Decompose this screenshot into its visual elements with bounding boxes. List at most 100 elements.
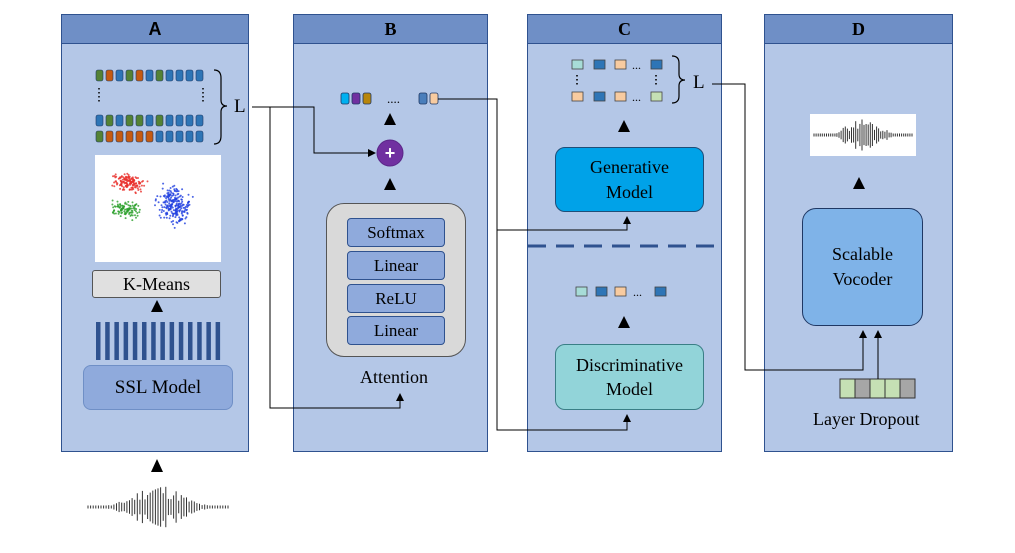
- scatter-point: [119, 179, 122, 182]
- scatter-point: [119, 215, 122, 218]
- layer-bracket-a: [213, 69, 228, 145]
- scatter-point: [154, 199, 157, 202]
- token: [195, 130, 204, 143]
- scatter-point: [170, 204, 173, 207]
- token: [185, 130, 194, 143]
- scatter-point: [186, 208, 188, 211]
- scatter-point: [136, 214, 139, 217]
- scatter-point: [167, 209, 170, 212]
- scatter-point: [118, 206, 121, 209]
- token: [135, 69, 144, 82]
- scatter-point: [171, 202, 174, 205]
- scatter-plot: [95, 155, 221, 262]
- scatter-point: [115, 175, 118, 178]
- scatter-point: [119, 187, 122, 190]
- scatter-point: [113, 181, 116, 184]
- scatter-point: [159, 195, 162, 198]
- scatter-point: [139, 182, 141, 185]
- scatter-point: [172, 209, 175, 212]
- scatter-point: [134, 214, 136, 217]
- token: [95, 69, 104, 82]
- scatter-point: [124, 176, 127, 179]
- scatter-point: [135, 216, 137, 219]
- scatter-point: [180, 207, 183, 210]
- generative-model-box: Generative Model: [555, 147, 704, 212]
- token: [185, 114, 194, 127]
- scatter-point: [139, 188, 142, 191]
- connector-l-to-attention: [269, 107, 404, 409]
- feature-bar: [114, 322, 119, 360]
- scatter-point: [136, 212, 139, 214]
- scatter-point: [177, 190, 180, 193]
- scatter-point: [176, 200, 178, 203]
- connector-l-to-plus: [252, 106, 376, 157]
- token: [155, 114, 164, 127]
- scatter-point: [166, 201, 169, 203]
- feature-bar: [96, 322, 101, 360]
- scatter-point: [134, 191, 137, 194]
- scatter-point: [116, 183, 118, 186]
- scatter-point: [177, 203, 180, 206]
- scatter-point: [177, 206, 180, 209]
- feature-bar: [123, 322, 129, 360]
- token: [145, 69, 154, 82]
- scalable-vocoder-box: Scalable Vocoder: [802, 208, 923, 326]
- output-waveform-box: [810, 114, 916, 156]
- scatter-point: [178, 210, 181, 213]
- scatter-point: [176, 209, 179, 212]
- scatter-point: [168, 199, 171, 202]
- scatter-point: [133, 209, 136, 212]
- scatter-point: [191, 195, 194, 198]
- attention-layer-linear-1: Linear: [347, 251, 445, 280]
- scatter-point: [168, 202, 171, 205]
- token: [155, 130, 164, 143]
- scatter-point: [116, 200, 119, 203]
- scatter-point: [116, 203, 119, 206]
- scatter-point: [125, 181, 128, 184]
- scatter-point: [159, 216, 162, 219]
- scatter-point: [169, 207, 172, 210]
- scatter-point: [165, 195, 168, 198]
- scatter-point: [130, 211, 133, 214]
- attention-layer-softmax: Softmax: [347, 218, 445, 247]
- scatter-point: [169, 214, 172, 217]
- token: [125, 130, 134, 143]
- feature-bar: [178, 322, 184, 360]
- scatter-point: [163, 206, 166, 209]
- layer-bracket-c: [671, 55, 686, 104]
- scatter-point: [162, 182, 165, 185]
- token: [125, 69, 134, 82]
- scatter-point: [116, 205, 119, 208]
- scatter-point: [127, 200, 130, 203]
- token: [185, 69, 194, 82]
- scatter-point: [130, 178, 133, 180]
- scatter-point: [172, 192, 174, 195]
- scatter-point: [142, 180, 144, 182]
- scatter-point: [120, 183, 123, 186]
- scatter-point: [138, 185, 141, 188]
- scatter-point: [122, 181, 125, 183]
- scatter-point: [121, 178, 124, 181]
- scatter-point: [135, 210, 137, 213]
- scatter-point: [156, 195, 159, 198]
- scatter-point: [138, 211, 141, 214]
- panel-c-header: C: [528, 15, 721, 44]
- tokens-ellipsis-c2: ...: [632, 90, 641, 104]
- scatter-point: [118, 177, 121, 180]
- scatter-point: [168, 217, 171, 220]
- feature-bar: [197, 322, 202, 360]
- feature-bar: [188, 322, 193, 360]
- scatter-point: [117, 210, 120, 213]
- scatter-point: [165, 199, 168, 202]
- scatter-point: [178, 195, 181, 198]
- scatter-point: [165, 216, 168, 219]
- token: [195, 114, 204, 127]
- scatter-point: [130, 182, 133, 185]
- up-arrow-d1: [853, 177, 865, 189]
- scatter-point: [137, 189, 140, 191]
- scatter-point: [178, 216, 181, 219]
- scatter-point: [154, 204, 156, 207]
- token: [175, 69, 184, 82]
- token: [145, 130, 154, 143]
- discriminative-model-box: Discriminative Model: [555, 344, 704, 410]
